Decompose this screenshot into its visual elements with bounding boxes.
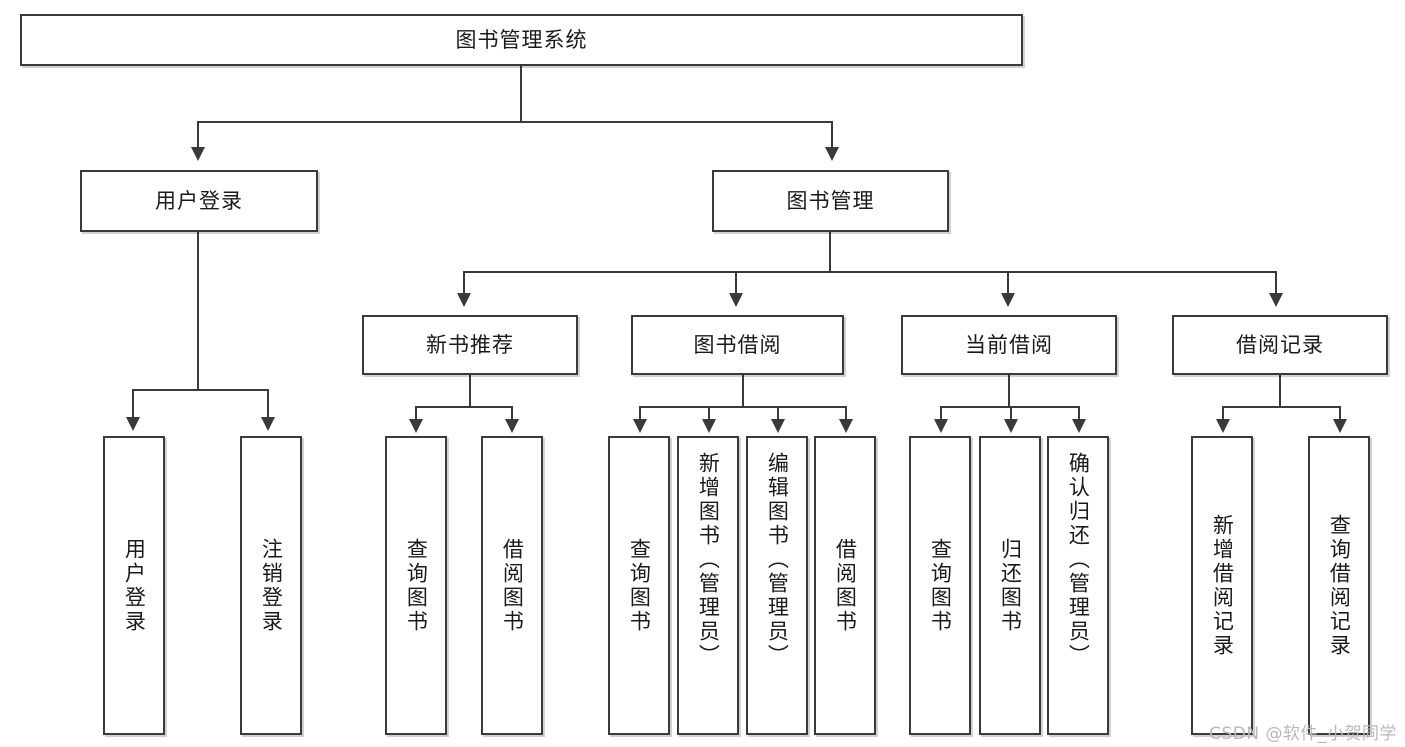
arrowhead-new-book-to-leaf-1 bbox=[409, 419, 423, 433]
node-label: 当前借阅 bbox=[965, 332, 1053, 357]
connector-user-login-to-leaf-1 bbox=[132, 389, 134, 419]
node-label: 新书推荐 bbox=[426, 332, 514, 357]
arrowhead-book-borrow-to-leaf-4 bbox=[839, 419, 853, 433]
leaf-query-borrow-record[interactable]: 查询借阅记录 bbox=[1308, 436, 1370, 735]
arrowhead-new-book-to-leaf-2 bbox=[505, 419, 519, 433]
node-label: 借阅图书 bbox=[833, 537, 858, 634]
node-label: 查询图书 bbox=[928, 537, 953, 634]
arrowhead-user-login-to-leaf-1 bbox=[126, 417, 140, 431]
node-label: 查询图书 bbox=[404, 537, 429, 634]
connector-book-borrow-stem bbox=[742, 375, 744, 407]
connector-book-mgmt-bus bbox=[463, 271, 1277, 273]
connector-borrow-record-to-leaf-1 bbox=[1222, 406, 1224, 420]
connector-current-borrow-to-leaf-1 bbox=[940, 406, 942, 420]
node-label: 新增图书（管理员） bbox=[696, 452, 721, 668]
connector-borrow-record-stem bbox=[1279, 375, 1281, 407]
connector-book-mgmt-to-current-borrow bbox=[1007, 271, 1009, 295]
leaf-add-book-admin[interactable]: 新增图书（管理员） bbox=[677, 436, 739, 735]
arrowhead-book-borrow-to-leaf-2 bbox=[702, 419, 716, 433]
connector-current-borrow-stem bbox=[1008, 375, 1010, 407]
node-book-management[interactable]: 图书管理 bbox=[712, 170, 949, 232]
node-user-login[interactable]: 用户登录 bbox=[80, 170, 318, 232]
connector-new-book-stem bbox=[469, 375, 471, 407]
node-label: 归还图书 bbox=[998, 537, 1023, 634]
node-label: 借阅记录 bbox=[1236, 332, 1324, 357]
connector-book-borrow-to-leaf-1 bbox=[639, 406, 641, 420]
node-label: 用户登录 bbox=[155, 188, 243, 213]
arrowhead-book-mgmt-to-new-book bbox=[457, 293, 471, 307]
arrowhead-borrow-record-to-leaf-2 bbox=[1333, 419, 1347, 433]
node-label: 图书管理系统 bbox=[455, 27, 588, 52]
connector-book-mgmt-stem bbox=[829, 232, 831, 272]
connector-user-login-bus bbox=[132, 389, 267, 391]
node-label: 编辑图书（管理员） bbox=[765, 452, 790, 668]
connector-book-mgmt-to-book-borrow bbox=[735, 271, 737, 295]
arrowhead-book-borrow-to-leaf-1 bbox=[633, 419, 647, 433]
leaf-confirm-return-admin[interactable]: 确认归还（管理员） bbox=[1047, 436, 1109, 735]
node-label: 图书借阅 bbox=[693, 332, 782, 357]
leaf-user-login[interactable]: 用户登录 bbox=[103, 436, 165, 735]
node-root-system[interactable]: 图书管理系统 bbox=[20, 14, 1023, 66]
node-book-borrow[interactable]: 图书借阅 bbox=[631, 315, 844, 375]
connector-book-borrow-to-leaf-3 bbox=[777, 406, 779, 420]
leaf-borrow-book-newbook[interactable]: 借阅图书 bbox=[481, 436, 543, 735]
leaf-logout[interactable]: 注销登录 bbox=[240, 436, 302, 735]
node-label: 用户登录 bbox=[122, 537, 147, 634]
arrowhead-user-login-to-leaf-2 bbox=[261, 417, 275, 431]
arrowhead-current-borrow-to-leaf-1 bbox=[934, 419, 948, 433]
connector-current-borrow-to-leaf-3 bbox=[1078, 406, 1080, 420]
arrowhead-borrow-record-to-leaf-1 bbox=[1216, 419, 1230, 433]
arrowhead-root-to-book-mgmt bbox=[825, 147, 839, 161]
leaf-edit-book-admin[interactable]: 编辑图书（管理员） bbox=[746, 436, 808, 735]
node-label: 图书管理 bbox=[786, 188, 875, 213]
node-label: 确认归还（管理员） bbox=[1066, 452, 1091, 668]
connector-root-to-user-login bbox=[197, 121, 199, 149]
arrowhead-root-to-user-login bbox=[191, 147, 205, 161]
node-label: 新增借阅记录 bbox=[1210, 513, 1235, 658]
node-label: 查询图书 bbox=[627, 537, 652, 634]
connector-root-bus bbox=[197, 121, 833, 123]
connector-user-login-to-leaf-2 bbox=[267, 389, 269, 419]
leaf-query-book-borrow[interactable]: 查询图书 bbox=[608, 436, 670, 735]
connector-current-borrow-to-leaf-2 bbox=[1010, 406, 1012, 420]
connector-book-borrow-to-leaf-4 bbox=[845, 406, 847, 420]
leaf-borrow-book-borrow[interactable]: 借阅图书 bbox=[814, 436, 876, 735]
node-label: 借阅图书 bbox=[500, 537, 525, 634]
connector-book-borrow-bus bbox=[639, 406, 847, 408]
node-label: 查询借阅记录 bbox=[1327, 513, 1352, 658]
arrowhead-book-mgmt-to-current-borrow bbox=[1001, 293, 1015, 307]
connector-root-stem bbox=[520, 66, 522, 122]
arrowhead-current-borrow-to-leaf-2 bbox=[1004, 419, 1018, 433]
connector-borrow-record-to-leaf-2 bbox=[1339, 406, 1341, 420]
leaf-query-book-newbook[interactable]: 查询图书 bbox=[385, 436, 447, 735]
connector-book-mgmt-to-new-book bbox=[463, 271, 465, 295]
node-current-borrow[interactable]: 当前借阅 bbox=[901, 315, 1117, 375]
node-label: 注销登录 bbox=[259, 537, 284, 634]
leaf-return-book[interactable]: 归还图书 bbox=[979, 436, 1041, 735]
leaf-add-borrow-record[interactable]: 新增借阅记录 bbox=[1191, 436, 1253, 735]
arrowhead-current-borrow-to-leaf-3 bbox=[1072, 419, 1086, 433]
leaf-query-book-current[interactable]: 查询图书 bbox=[909, 436, 971, 735]
node-new-book-recommendation[interactable]: 新书推荐 bbox=[362, 315, 578, 375]
connector-new-book-bus bbox=[415, 406, 512, 408]
connector-user-login-stem bbox=[197, 232, 199, 390]
connector-root-to-book-mgmt bbox=[831, 121, 833, 149]
connector-book-mgmt-to-borrow-record bbox=[1275, 271, 1277, 295]
arrowhead-book-borrow-to-leaf-3 bbox=[771, 419, 785, 433]
connector-book-borrow-to-leaf-2 bbox=[708, 406, 710, 420]
arrowhead-book-mgmt-to-borrow-record bbox=[1269, 293, 1283, 307]
arrowhead-book-mgmt-to-book-borrow bbox=[729, 293, 743, 307]
node-borrow-record[interactable]: 借阅记录 bbox=[1172, 315, 1388, 375]
connector-borrow-record-bus bbox=[1222, 406, 1340, 408]
connector-new-book-to-leaf-2 bbox=[511, 406, 513, 420]
connector-new-book-to-leaf-1 bbox=[415, 406, 417, 420]
